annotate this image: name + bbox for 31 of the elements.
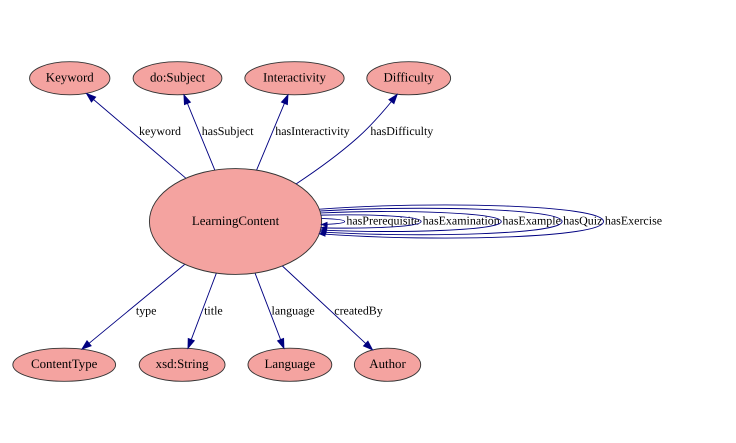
arrow — [183, 94, 216, 170]
arrow — [256, 94, 288, 170]
node-ellipse: do:Subject — [132, 61, 222, 96]
arrow — [296, 93, 398, 184]
node-ellipse: Difficulty — [366, 61, 452, 96]
node-ellipse: Interactivity — [244, 61, 345, 96]
node-ellipse: ContentType — [12, 348, 116, 382]
edge-label: title — [204, 303, 223, 318]
arrow — [320, 218, 346, 227]
edge-label: keyword — [139, 124, 181, 138]
node-ellipse: Author — [354, 348, 422, 382]
arrow — [282, 266, 374, 351]
arrow — [188, 273, 217, 350]
arrow — [85, 92, 186, 179]
edge-label: hasSubject — [202, 124, 254, 138]
node-ellipse: xsd:String — [138, 348, 226, 382]
edge-label: hasInteractivity — [275, 124, 350, 138]
edge-label: hasExamination — [422, 214, 500, 228]
edge-label: type — [136, 303, 156, 318]
edge-label: hasDifficulty — [370, 124, 434, 138]
node-ellipse: Keyword — [29, 61, 110, 96]
edge-label: createdBy — [334, 303, 383, 318]
arrow — [254, 273, 284, 350]
arrow — [80, 264, 186, 350]
node-ellipse: LearningContent — [148, 168, 322, 275]
edge-label: hasExercise — [604, 214, 662, 228]
edge-label: hasQuiz — [563, 214, 602, 228]
edge-label: language — [272, 303, 315, 318]
node-ellipse: Language — [248, 348, 332, 382]
edge-label: hasExample — [502, 214, 561, 228]
edge-label: hasPrerequisite — [346, 214, 420, 228]
